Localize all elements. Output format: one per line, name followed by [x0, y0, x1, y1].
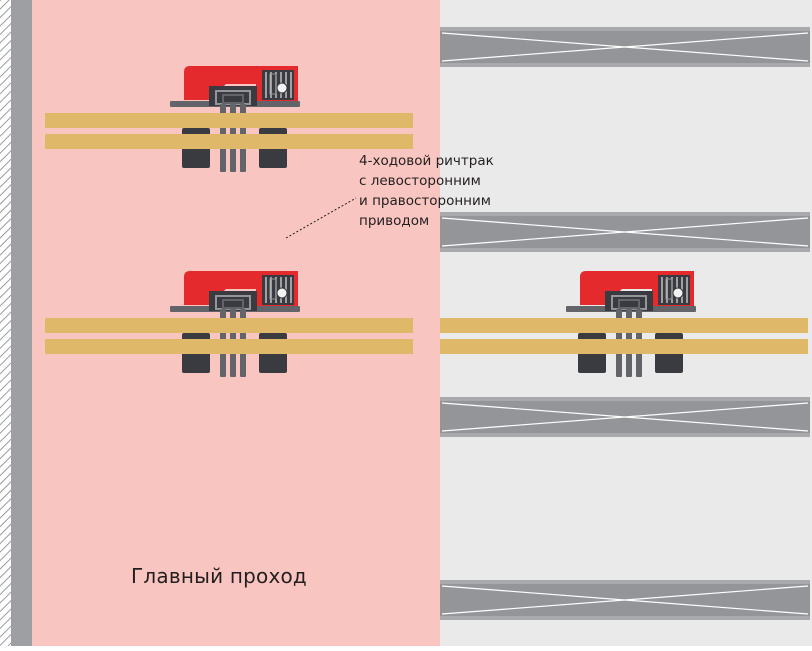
rack-bay	[439, 579, 811, 621]
main-aisle-label: Главный проход	[131, 564, 307, 588]
wall	[11, 0, 32, 646]
callout-leader-line	[285, 197, 357, 239]
callout-line-1: 4-ходовой ричтрак	[359, 153, 494, 169]
rack-bay	[439, 26, 811, 68]
callout-line-3: и правосторонним	[359, 193, 491, 209]
callout-line-2: с левосторонним	[359, 173, 481, 189]
load-rails-overlay-3	[440, 318, 808, 354]
callout-line-4: приводом	[359, 213, 430, 229]
rack-bay	[439, 211, 811, 253]
wall-hatching	[0, 0, 11, 646]
load-rails-overlay-1	[45, 113, 413, 149]
rack-bay	[439, 396, 811, 438]
truck-callout-label: 4-ходовой ричтрак с левосторонним и прав…	[359, 151, 494, 231]
